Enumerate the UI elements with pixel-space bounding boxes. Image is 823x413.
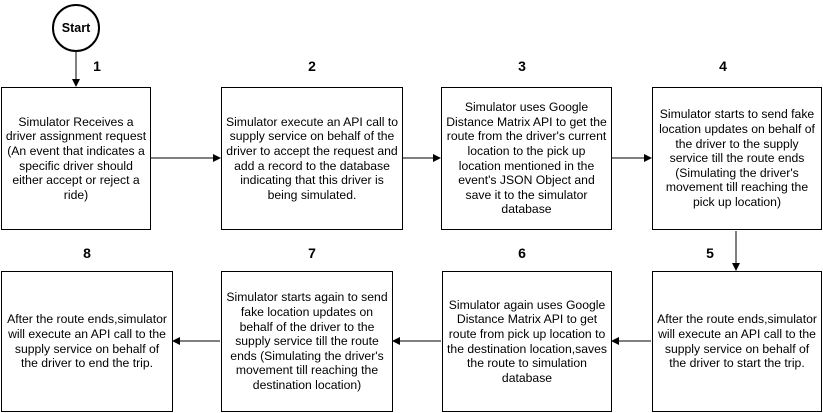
step-number-8: 8 bbox=[83, 245, 91, 261]
step-text-5: After the route ends,simulator will exec… bbox=[657, 312, 817, 371]
step-number-5: 5 bbox=[706, 245, 714, 261]
step-number-1: 1 bbox=[93, 58, 101, 74]
step-number-7: 7 bbox=[308, 245, 316, 261]
step-text-6: Simulator again uses Google Distance Mat… bbox=[447, 297, 607, 385]
step-box-7: Simulator starts again to send fake loca… bbox=[221, 271, 393, 412]
step-box-6: Simulator again uses Google Distance Mat… bbox=[442, 271, 612, 412]
step-text-7: Simulator starts again to send fake loca… bbox=[226, 290, 388, 392]
step-number-4: 4 bbox=[719, 58, 727, 74]
start-label: Start bbox=[61, 21, 91, 35]
step-box-4: Simulator starts to send fake location u… bbox=[652, 87, 822, 230]
step-text-2: Simulator execute an API call to supply … bbox=[225, 114, 399, 202]
step-box-1: Simulator Receives a driver assignment r… bbox=[1, 87, 151, 230]
step-text-8: After the route ends,simulator will exec… bbox=[7, 312, 167, 371]
step-box-3: Simulator uses Google Distance Matrix AP… bbox=[441, 87, 612, 230]
step-text-4: Simulator starts to send fake location u… bbox=[659, 107, 815, 209]
step-number-6: 6 bbox=[518, 245, 526, 261]
step-box-8: After the route ends,simulator will exec… bbox=[1, 271, 173, 412]
step-box-2: Simulator execute an API call to supply … bbox=[221, 87, 403, 230]
step-number-2: 2 bbox=[308, 58, 316, 74]
start-node: Start bbox=[52, 4, 100, 52]
step-text-3: Simulator uses Google Distance Matrix AP… bbox=[446, 100, 607, 217]
step-text-1: Simulator Receives a driver assignment r… bbox=[5, 114, 147, 202]
step-box-5: After the route ends,simulator will exec… bbox=[652, 271, 822, 412]
step-number-3: 3 bbox=[518, 58, 526, 74]
